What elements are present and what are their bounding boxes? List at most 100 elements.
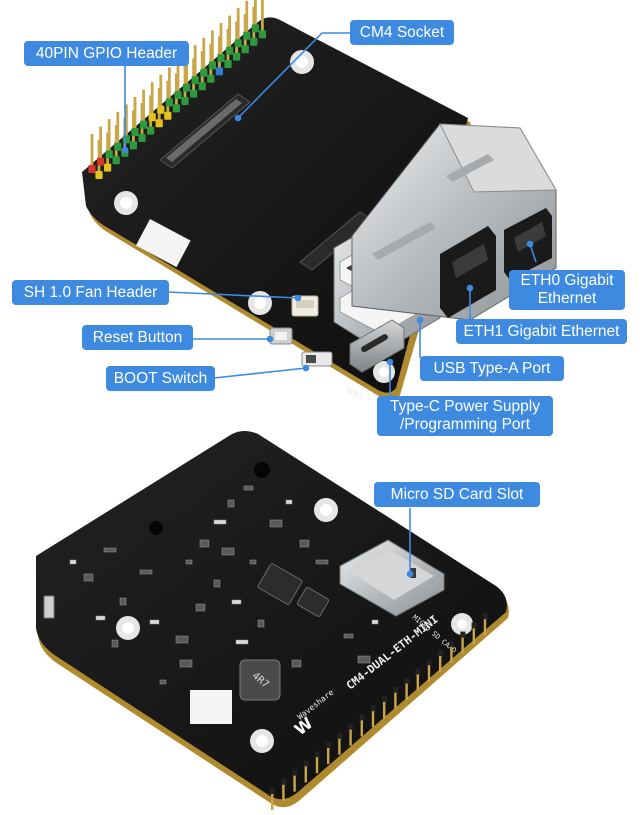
bottom-board: MICRO SD CARD 4R7 CM4-DUAL-ETH-MINI Wave… bbox=[36, 431, 509, 810]
gpio-pin bbox=[155, 88, 163, 128]
gpio-pin bbox=[226, 15, 234, 55]
gpio-pin bbox=[164, 80, 172, 120]
mounting-hole bbox=[248, 291, 272, 315]
smd-part bbox=[221, 547, 235, 556]
mounting-hole bbox=[451, 613, 473, 635]
leader-fan bbox=[167, 291, 299, 299]
smd-part bbox=[235, 639, 249, 645]
gpio-pin bbox=[250, 6, 258, 46]
gpio-pin bbox=[105, 119, 113, 159]
mounting-hole bbox=[114, 191, 138, 215]
inductor: 4R7 bbox=[239, 659, 281, 701]
via-hole bbox=[149, 521, 163, 535]
gpio-pin bbox=[190, 58, 198, 98]
bottom-pin bbox=[438, 650, 443, 672]
gpio-pin bbox=[157, 74, 165, 114]
bottom-pin bbox=[471, 622, 477, 645]
bottom-gpio-pins bbox=[270, 613, 488, 810]
gpio-pin bbox=[217, 23, 225, 62]
bottom-pin bbox=[292, 769, 298, 792]
smd-part bbox=[291, 659, 302, 668]
top-board: BOOT bbox=[82, 0, 557, 402]
label-reset-button: Reset Button bbox=[82, 325, 193, 350]
ic-chip bbox=[257, 563, 303, 605]
gpio-pin bbox=[241, 14, 249, 54]
bottom-pin bbox=[370, 705, 376, 728]
bottom-pin bbox=[460, 631, 466, 654]
type-c-part bbox=[349, 319, 405, 373]
boot-silkscreen: BOOT bbox=[345, 387, 364, 402]
smd-part bbox=[371, 619, 379, 625]
gpio-pin bbox=[198, 51, 206, 91]
gpio-pin bbox=[95, 140, 103, 179]
gpio-pin bbox=[112, 125, 120, 165]
bottom-pin bbox=[348, 723, 354, 746]
smd-part bbox=[185, 559, 193, 565]
bottom-pin bbox=[314, 751, 320, 774]
smd-part bbox=[83, 573, 94, 582]
smd-part bbox=[243, 485, 254, 491]
label-cm4-socket: CM4 Socket bbox=[350, 20, 454, 45]
smd-part bbox=[103, 547, 117, 553]
gpio-pin bbox=[129, 110, 137, 150]
smd-part bbox=[343, 633, 354, 639]
gpio-pin bbox=[208, 30, 216, 70]
label-eth0-line2: Ethernet bbox=[537, 290, 597, 307]
gpio-pin bbox=[181, 66, 189, 105]
label-usb-type-a: USB Type-A Port bbox=[420, 356, 564, 381]
via-hole bbox=[254, 462, 270, 478]
ic-chip bbox=[296, 587, 330, 617]
smd-part bbox=[175, 635, 189, 644]
bottom-pin bbox=[382, 696, 387, 718]
label-eth0: ETH0 Gigabit Ethernet bbox=[509, 270, 625, 310]
smd-part bbox=[149, 619, 160, 625]
cm4-connector bbox=[159, 93, 373, 271]
label-fan-header: SH 1.0 Fan Header bbox=[12, 280, 169, 305]
leader-cm4 bbox=[237, 32, 350, 119]
gpio-pin bbox=[131, 97, 139, 136]
label-boot-switch: BOOT Switch bbox=[106, 366, 215, 391]
label-type-c-line1: Type-C Power Supply bbox=[390, 398, 540, 415]
label-type-c-line2: /Programming Port bbox=[399, 416, 531, 433]
gpio-pin bbox=[243, 0, 251, 40]
smd-part bbox=[179, 659, 193, 668]
smd-components bbox=[69, 485, 379, 685]
leader-boot bbox=[213, 367, 307, 379]
smd-part bbox=[285, 499, 293, 505]
gpio-pin bbox=[234, 8, 242, 48]
gpio-pin bbox=[251, 0, 259, 33]
smd-part bbox=[95, 615, 106, 621]
gpio-pin bbox=[174, 60, 182, 99]
bottom-pin bbox=[393, 686, 399, 709]
gpio-pin bbox=[97, 126, 105, 166]
silkscreen-pad bbox=[135, 219, 191, 268]
gpio-pin bbox=[183, 52, 191, 92]
bottom-pin bbox=[337, 732, 343, 755]
gpio-pin bbox=[233, 21, 241, 61]
gpio-pin bbox=[172, 73, 180, 113]
smd-part bbox=[269, 519, 283, 528]
bottom-pin bbox=[426, 659, 432, 682]
smd-part bbox=[69, 559, 77, 565]
bottom-pin bbox=[281, 778, 287, 801]
gpio-pin bbox=[148, 82, 156, 122]
smd-part bbox=[111, 639, 119, 648]
smd-part bbox=[195, 603, 206, 612]
gpio-pin bbox=[191, 45, 199, 85]
label-gpio-header: 40PIN GPIO Header bbox=[24, 41, 189, 66]
smd-part bbox=[159, 679, 167, 685]
smd-part bbox=[119, 597, 127, 606]
gpio-pin bbox=[224, 29, 232, 68]
smd-part bbox=[299, 539, 310, 548]
smd-part bbox=[357, 655, 371, 664]
micro-sd-slot-part bbox=[339, 539, 445, 617]
gpio-pin bbox=[114, 111, 122, 151]
smd-part bbox=[199, 539, 210, 548]
gpio-pin bbox=[138, 103, 146, 142]
mounting-hole bbox=[116, 616, 140, 640]
bottom-pin bbox=[482, 613, 488, 636]
gpio-pin bbox=[207, 43, 215, 83]
bottom-pin bbox=[303, 760, 309, 783]
gpio-pin bbox=[215, 36, 223, 76]
